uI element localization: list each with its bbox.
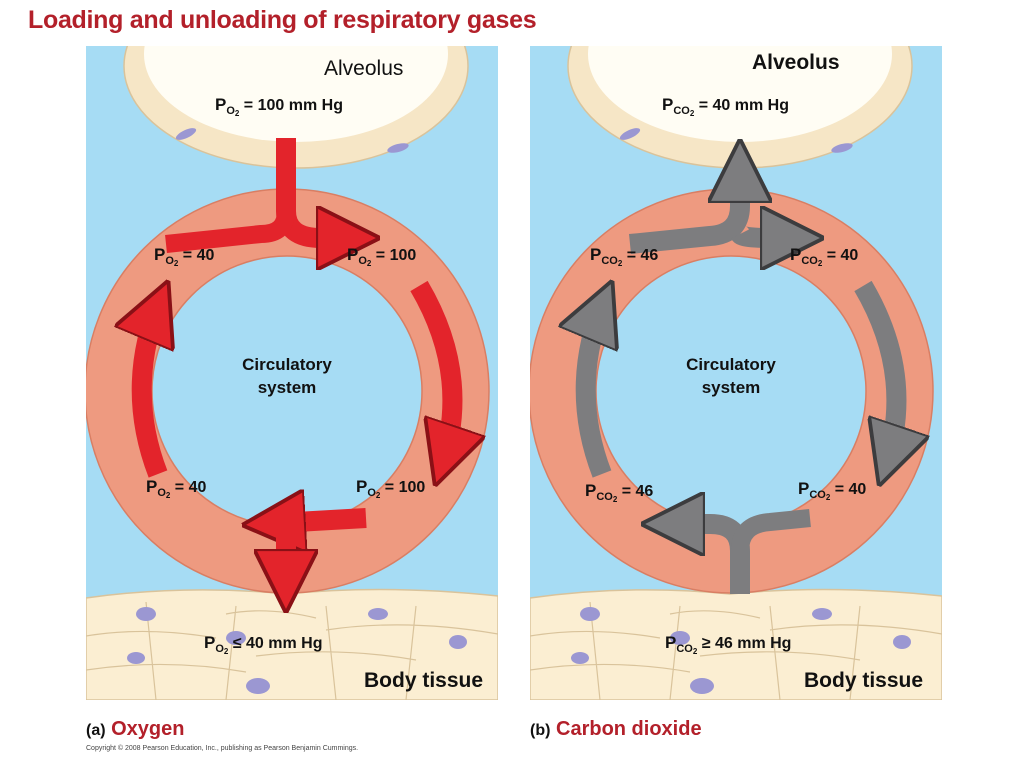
cell-nucleus: [812, 608, 832, 620]
lower-left-po2-label: PO2 = 40: [146, 477, 207, 500]
alveolus: [567, 46, 913, 169]
body-tissue-label: Body tissue: [364, 669, 484, 692]
lower-right-pco2-label: PCO2 = 40: [798, 479, 867, 502]
circulatory-system-label: Circulatory system: [686, 355, 776, 397]
left-arc-arrow: [586, 298, 605, 478]
lower-left-pco2-label: PCO2 = 46: [585, 481, 654, 504]
lower-right-po2-label: PO2 = 100: [356, 477, 426, 500]
cell-nucleus: [175, 128, 197, 140]
cell-nucleus: [670, 631, 690, 645]
pulmonary-arrow: [165, 210, 295, 253]
slide-title: Loading and unloading of respiratory gas…: [28, 6, 537, 34]
upper-right-pco2-label: PCO2 = 40: [790, 245, 859, 268]
carbon-dioxide-diagram: [530, 46, 942, 700]
circulatory-system-label: Circulatory system: [242, 355, 332, 397]
upper-left-po2-label: PO2 = 40: [154, 245, 215, 268]
bottom-arrow: [261, 518, 367, 524]
cell-nucleus: [831, 143, 853, 153]
right-arc-arrow: [410, 280, 452, 468]
oxygen-caption: (a) Oxygen: [86, 718, 185, 740]
cell-nucleus: [246, 678, 270, 694]
tissue-branch-arrow: [731, 509, 811, 552]
cell-nucleus: [127, 652, 145, 664]
co2-flow-arrows: [586, 158, 897, 594]
cell-nucleus: [136, 607, 156, 621]
cell-nucleus: [387, 143, 409, 153]
cell-nucleus: [571, 652, 589, 664]
circulatory-ring: [86, 188, 490, 594]
cell-nucleus: [368, 608, 388, 620]
upper-left-pco2-label: PCO2 = 46: [590, 245, 659, 268]
cell-nucleus: [690, 678, 714, 694]
tissue-po2-label: PO2 ≤ 40 mm Hg: [204, 633, 323, 656]
cell-nucleus: [226, 631, 246, 645]
oxygen-panel: Alveolus Body tissue Circulatory system …: [86, 46, 498, 700]
alveolar-po2-label: PO2 = 100 mm Hg: [215, 95, 343, 118]
body-tissue-label: Body tissue: [804, 669, 924, 692]
carbon-dioxide-caption: (b) Carbon dioxide: [530, 718, 702, 740]
cell-nucleus: [619, 128, 641, 140]
cell-nucleus: [893, 635, 911, 649]
right-arc-arrow: [854, 280, 896, 468]
alveolus-label: Alveolus: [752, 51, 840, 74]
carbon-dioxide-panel: Alveolus Body tissue Circulatory system …: [530, 46, 942, 700]
alveolar-pco2-label: PCO2 = 40 mm Hg: [662, 95, 789, 118]
copyright-notice: Copyright © 2008 Pearson Education, Inc.…: [86, 745, 359, 752]
cell-nucleus: [580, 607, 600, 621]
blood-to-alveolus-arrow: [629, 158, 740, 254]
upper-right-po2-label: PO2 = 100: [347, 245, 417, 268]
circulatory-ring: [530, 188, 934, 594]
tissue-pco2-label: PCO2 ≥ 46 mm Hg: [665, 633, 792, 656]
pulmonary-arrow: [731, 234, 805, 238]
left-arc-arrow: [142, 298, 161, 478]
oxygen-diagram: [86, 46, 498, 700]
alveolus-label: Alveolus: [324, 57, 404, 80]
oxygen-flow-arrows: [142, 138, 453, 594]
alveolus: [123, 46, 469, 169]
cell-nucleus: [449, 635, 467, 649]
